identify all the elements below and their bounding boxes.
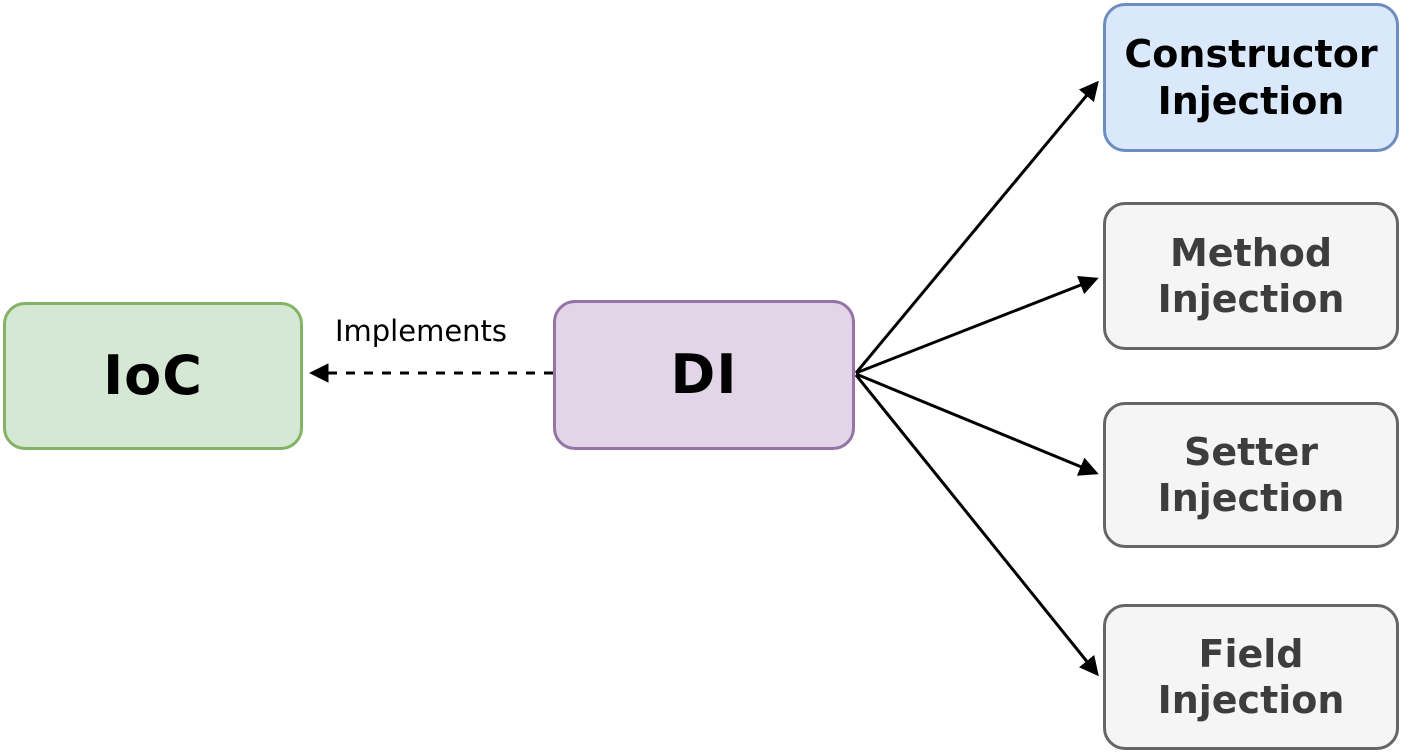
node-field-injection-line1: Field: [1198, 631, 1304, 676]
implements-edge-label: Implements: [334, 314, 508, 348]
node-setter-injection: Setter Injection: [1103, 402, 1399, 548]
node-constructor-injection: Constructor Injection: [1103, 3, 1399, 152]
node-setter-injection-line1: Setter: [1184, 429, 1318, 474]
node-di: DI: [553, 300, 855, 450]
node-field-injection: Field Injection: [1103, 604, 1399, 750]
node-ioc: IoC: [3, 302, 303, 450]
node-field-injection-line2: Injection: [1157, 678, 1345, 722]
node-setter-injection-line2: Injection: [1157, 476, 1345, 520]
di-to-constructor-arrow: [854, 80, 1099, 374]
node-method-injection: Method Injection: [1103, 202, 1399, 350]
di-to-method-arrow: [855, 275, 1099, 375]
di-to-field-arrow: [854, 374, 1099, 677]
node-method-injection-line1: Method: [1169, 230, 1333, 275]
node-constructor-injection-line1: Constructor: [1124, 32, 1378, 77]
node-method-injection-line2: Injection: [1157, 277, 1345, 321]
node-di-label: DI: [670, 343, 738, 407]
di-to-setter-arrow: [855, 372, 1099, 476]
node-ioc-label: IoC: [103, 344, 203, 408]
node-constructor-injection-line2: Injection: [1157, 78, 1345, 123]
